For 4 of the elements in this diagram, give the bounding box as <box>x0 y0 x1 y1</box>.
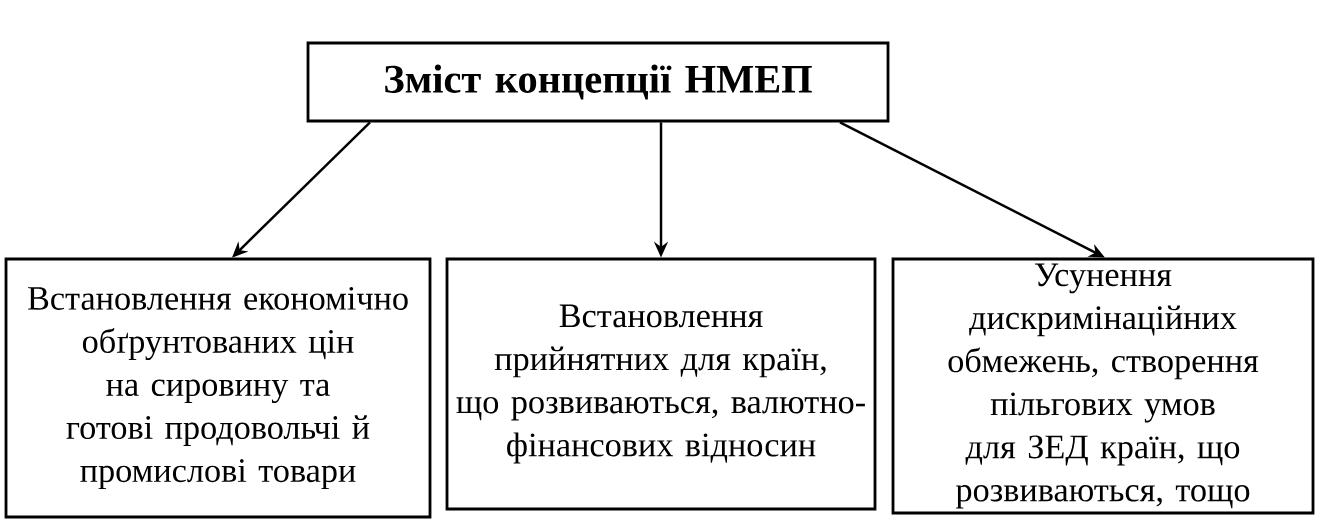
content-box: Встановлення прийнятних для країн, що розвиваються, валютно-фінансових відносин <box>445 257 877 511</box>
title-box: Зміст концепції НМЕП <box>306 41 890 123</box>
content-box: Встановлення економічно обґрунтованих цін на сировину та готові продовольчі й промислові товари <box>4 257 432 519</box>
content-box: Усунення дискримінаційних обмежень, створення пільгових умов для ЗЕД країн, що розвиваються, тощо <box>891 257 1315 515</box>
